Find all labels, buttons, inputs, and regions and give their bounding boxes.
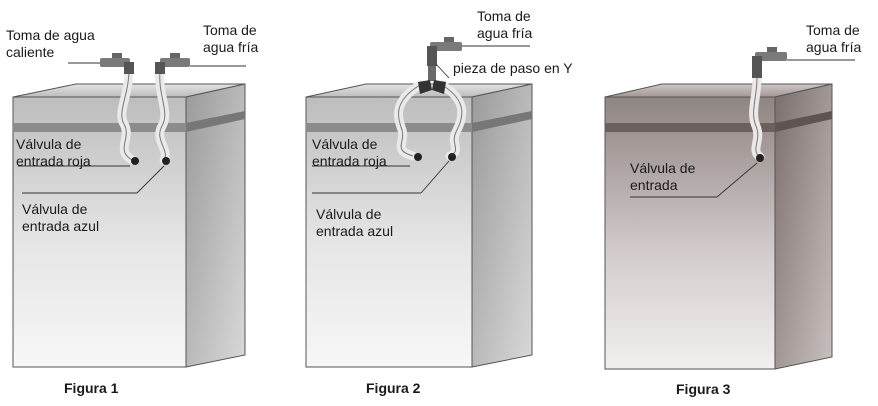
caption-figure-3: Figura 3 bbox=[676, 381, 731, 397]
inlet-valve-3 bbox=[756, 154, 764, 162]
label-line: agua fría bbox=[806, 39, 862, 55]
label-line: Toma de bbox=[477, 8, 531, 24]
caption-figure-1: Figura 1 bbox=[64, 380, 119, 396]
label-line: caliente bbox=[6, 44, 55, 60]
cold-water-tap-2 bbox=[427, 37, 462, 66]
label-line: Toma de agua bbox=[6, 27, 95, 43]
label-blue-inlet-valve-2: Válvula de entrada azul bbox=[316, 206, 393, 240]
label-cold-water-tap-2: Toma de agua fría bbox=[477, 8, 532, 42]
label-line: Válvula de bbox=[16, 136, 82, 152]
cabinet-3 bbox=[604, 83, 833, 370]
label-inlet-valve-3: Válvula de entrada bbox=[630, 160, 695, 194]
label-line: agua fría bbox=[477, 25, 533, 41]
label-line: Válvula de bbox=[316, 206, 382, 222]
label-line: entrada azul bbox=[316, 223, 394, 239]
leader-lines-2 bbox=[312, 45, 530, 194]
red-inlet-valve-2 bbox=[414, 153, 422, 161]
y-piece bbox=[418, 65, 446, 94]
label-blue-inlet-valve-1: Válvula de entrada azul bbox=[22, 201, 99, 235]
label-line: Toma de bbox=[806, 22, 860, 38]
blue-inlet-valve-2 bbox=[448, 153, 456, 161]
cabinet-1 bbox=[12, 83, 246, 368]
red-inlet-valve bbox=[131, 157, 139, 165]
label-line: agua fría bbox=[203, 39, 259, 55]
label-line: entrada roja bbox=[16, 153, 91, 169]
figure-3 bbox=[604, 47, 855, 370]
hot-water-tap bbox=[100, 53, 134, 74]
label-line: entrada roja bbox=[312, 153, 387, 169]
caption-figure-2: Figura 2 bbox=[366, 380, 421, 396]
hoses-1 bbox=[117, 65, 170, 165]
label-y-piece: pieza de paso en Y bbox=[453, 60, 573, 76]
cold-water-tap-1 bbox=[155, 53, 190, 74]
leader-lines-3 bbox=[630, 59, 855, 198]
label-cold-water-tap-3: Toma de agua fría bbox=[806, 22, 861, 56]
label-line: Toma de bbox=[203, 22, 257, 38]
figure-1 bbox=[12, 53, 246, 368]
label-cold-water-tap-1: Toma de agua fría bbox=[203, 22, 258, 56]
figure-2 bbox=[305, 37, 533, 368]
leader-lines-1 bbox=[18, 62, 246, 194]
cold-water-tap-3 bbox=[752, 47, 787, 78]
label-red-inlet-valve-1: Válvula de entrada roja bbox=[16, 136, 91, 170]
label-hot-water-tap: Toma de agua caliente bbox=[6, 27, 95, 61]
label-red-inlet-valve-2: Válvula de entrada roja bbox=[312, 136, 387, 170]
label-line: entrada bbox=[630, 177, 678, 193]
label-line: Válvula de bbox=[630, 160, 696, 176]
hoses-2 bbox=[394, 80, 467, 161]
blue-inlet-valve bbox=[162, 157, 170, 165]
label-line: entrada azul bbox=[22, 218, 100, 234]
label-line: Válvula de bbox=[22, 201, 88, 217]
cabinet-2 bbox=[305, 83, 533, 368]
hose-3 bbox=[749, 73, 765, 162]
label-line: Válvula de bbox=[312, 136, 378, 152]
